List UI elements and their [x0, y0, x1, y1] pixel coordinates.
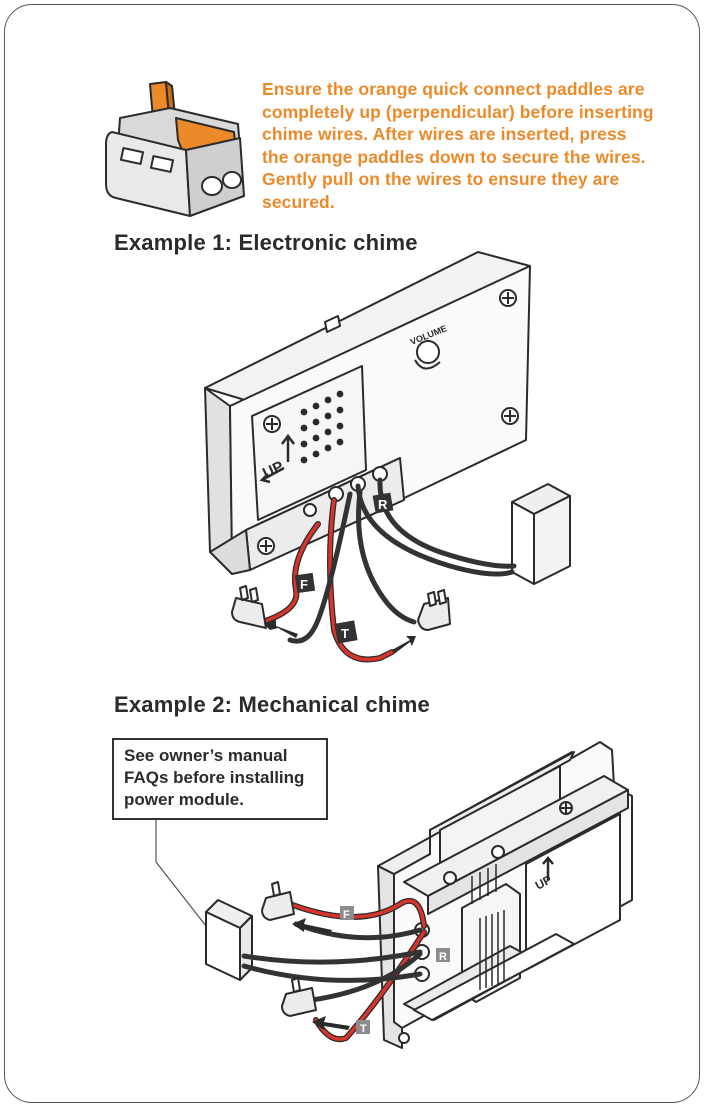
svg-text:T: T	[341, 626, 349, 641]
insert-arrow-icon	[292, 918, 350, 1030]
instruction-line: Ensure the orange quick connect paddles …	[262, 79, 645, 99]
svg-text:R: R	[378, 497, 388, 512]
callout-line: power module.	[124, 790, 244, 809]
up-arrow-icon	[542, 856, 554, 880]
svg-text:T: T	[360, 1023, 367, 1035]
speaker-grille	[300, 390, 344, 464]
mechanical-chime	[377, 741, 633, 1049]
wire-tag-t: T	[356, 1020, 370, 1035]
chime-wires	[259, 477, 517, 663]
svg-text:F: F	[300, 577, 308, 592]
svg-text:R: R	[439, 951, 447, 963]
wire-tag-f: F	[294, 572, 316, 594]
chime-wires	[241, 897, 427, 1043]
wire-tag-r: R	[436, 948, 450, 963]
instruction-line: the orange paddles down to secure the wi…	[262, 146, 646, 167]
mounting-screw-icon	[257, 289, 519, 555]
callout-line: See owner’s manual	[124, 746, 288, 765]
svg-text:F: F	[343, 909, 350, 921]
quick-connect-instructions: Ensure the orange quick connect paddles …	[262, 78, 662, 213]
coil-spring-icon	[471, 864, 505, 990]
instruction-line: completely up (perpendicular) before ins…	[262, 101, 654, 122]
instruction-line: chime wires. After wires are inserted, p…	[262, 124, 627, 144]
instruction-line: Gently pull on the wires to ensure they …	[262, 169, 620, 189]
insert-arrow-icon	[264, 620, 416, 654]
quick-connect-icon	[105, 81, 245, 217]
owners-manual-callout: See owner’s manual FAQs before installin…	[112, 738, 328, 820]
wire-tag-f: F	[340, 906, 354, 921]
wire-tag-t: T	[334, 620, 358, 644]
callout-line: FAQs before installing	[124, 768, 305, 787]
power-module	[511, 483, 571, 585]
example2-title: Example 2: Mechanical chime	[114, 692, 430, 717]
quick-connector	[261, 881, 317, 1017]
mounting-screw-icon	[398, 801, 573, 1044]
volume-knob-icon	[414, 340, 441, 370]
wire-tag-r: R	[372, 492, 394, 514]
example1-title: Example 1: Electronic chime	[114, 230, 418, 255]
electronic-chime	[204, 251, 531, 575]
up-arrow-icon	[259, 433, 295, 484]
up-label: UP	[533, 872, 554, 892]
callout-leader	[155, 820, 207, 927]
quick-connector	[231, 585, 451, 631]
instruction-line: secured.	[262, 191, 335, 212]
